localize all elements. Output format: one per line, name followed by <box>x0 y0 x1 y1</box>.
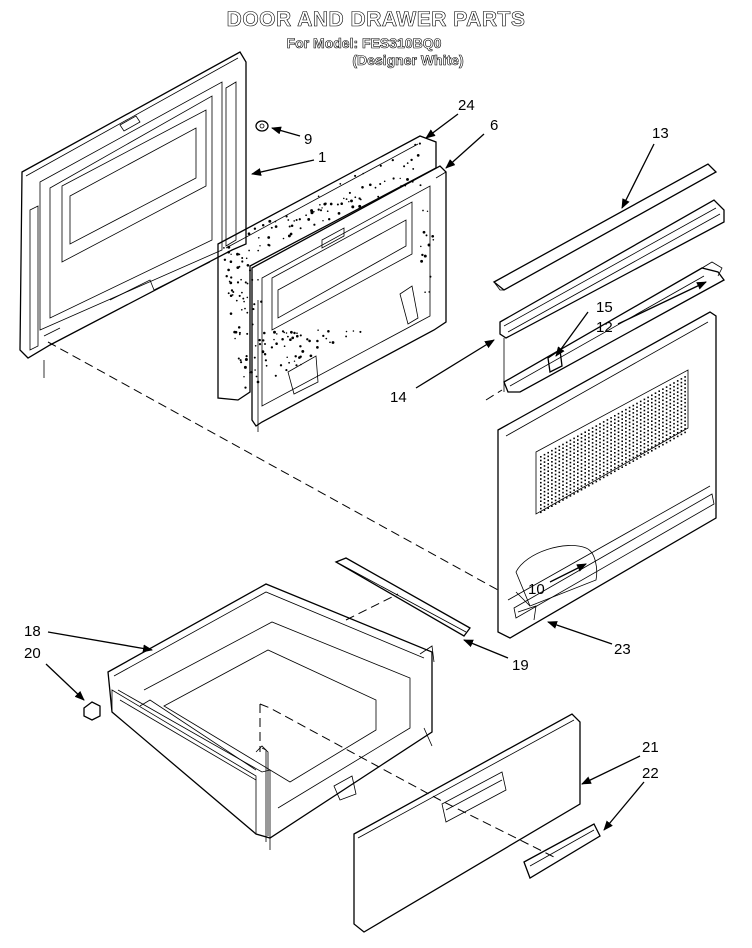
callout-1: 1 <box>318 149 326 166</box>
window-mesh <box>540 376 686 514</box>
page-title: DOOR AND DRAWER PARTS <box>226 8 526 32</box>
part-22-handle <box>523 823 601 879</box>
leader-lines <box>45 113 707 831</box>
callout-19: 19 <box>512 657 529 674</box>
alignment-lines <box>47 341 557 859</box>
insulation-speckle <box>223 142 435 389</box>
part-9-screw <box>255 120 269 132</box>
callout-22: 22 <box>642 765 659 782</box>
callout-24: 24 <box>458 97 475 114</box>
callout-15: 15 <box>596 299 613 316</box>
part-18-drawer <box>107 583 435 850</box>
part-6-inner-liner <box>251 165 447 432</box>
callout-18: 18 <box>24 623 41 640</box>
callout-13: 13 <box>652 125 669 142</box>
part-20-glide <box>83 701 101 721</box>
callout-12: 12 <box>596 319 613 336</box>
callout-14: 14 <box>390 389 407 406</box>
callout-20: 20 <box>24 645 41 662</box>
callout-9: 9 <box>304 131 312 148</box>
callout-23: 23 <box>614 641 631 658</box>
part-oven-inner-window <box>497 261 725 639</box>
color-line: (Designer White) <box>352 52 464 69</box>
part-12-channel <box>499 199 725 339</box>
part-24-insulation <box>217 135 437 401</box>
callout-10: 10 <box>528 581 545 598</box>
part-21-drawer-front <box>353 713 581 933</box>
callout-6: 6 <box>490 117 498 134</box>
model-line: For Model: FES310BQ0 <box>286 35 442 52</box>
callout-labels: 9 1 24 6 13 15 12 14 10 23 18 20 19 21 2… <box>24 97 669 782</box>
part-19-rail <box>334 557 471 637</box>
part-13-trim <box>492 163 718 291</box>
part-outer-door <box>19 51 247 378</box>
callout-21: 21 <box>642 739 659 756</box>
